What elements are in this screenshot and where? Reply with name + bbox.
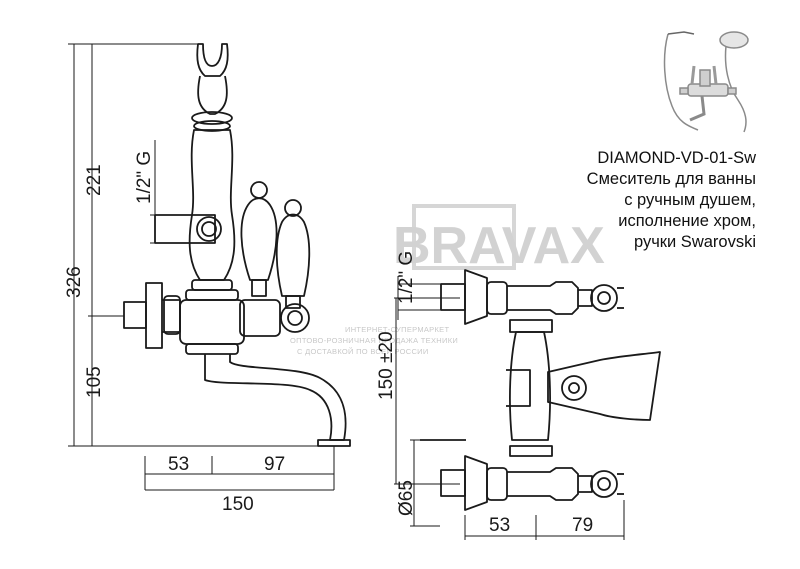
dim-thread-front: 1/2" G: [396, 251, 417, 304]
product-caption: DIAMOND-VD-01-Sw Смеситель для ванны с р…: [587, 148, 756, 253]
dim-side-right: 97: [264, 454, 285, 475]
dim-front-right: 79: [572, 515, 593, 536]
dim-diameter: Ø65: [396, 480, 417, 516]
product-thumbnail: [663, 31, 749, 133]
watermark-line-1: ИНТЕРНЕТ-СУПЕРМАРКЕТ: [345, 325, 449, 334]
dim-height-total: 326: [64, 266, 85, 298]
product-description-line-3: исполнение хром,: [618, 212, 756, 230]
product-description-line-2: с ручным душем,: [624, 191, 756, 209]
side-view: [123, 43, 351, 447]
product-model: DIAMOND-VD-01-Sw: [597, 149, 756, 167]
dim-spacing: 150 ±20: [376, 331, 397, 400]
side-dimension-lines: [68, 43, 335, 491]
dim-side-total: 150: [222, 494, 254, 515]
dim-front-left: 53: [489, 515, 510, 536]
watermark-line-3: С ДОСТАВКОЙ ПО ВСЕЙ РОССИИ: [297, 347, 429, 356]
watermark-line-2: ОПТОВО-РОЗНИЧНАЯ ПРОДАЖА ТЕХНИКИ: [290, 336, 458, 345]
dim-height-upper: 221: [84, 164, 105, 196]
watermark-brand: BRAVAX: [393, 217, 605, 275]
watermark: BRAVAX ИНТЕРНЕТ-СУПЕРМАРКЕТ ОПТОВО-РОЗНИ…: [290, 204, 605, 356]
product-description-line-1: Смеситель для ванны: [586, 170, 756, 188]
dim-height-lower: 105: [84, 366, 105, 398]
dim-side-left: 53: [168, 454, 189, 475]
dim-thread-side: 1/2" G: [134, 151, 155, 204]
product-description-line-4: ручки Swarovski: [633, 233, 756, 251]
front-view: [420, 269, 661, 511]
front-dimension-lines: [394, 276, 625, 540]
